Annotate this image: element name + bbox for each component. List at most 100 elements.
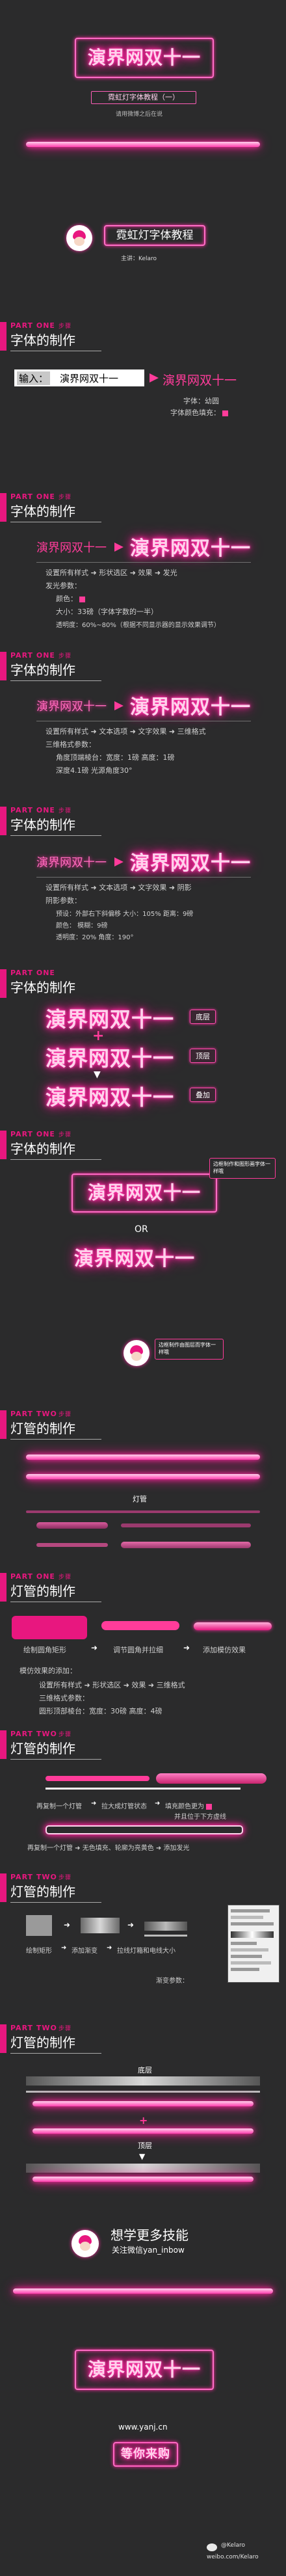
section9-bar	[0, 1730, 6, 1759]
grey-rect	[26, 1915, 52, 1936]
step-label-1: 绘制圆角矩形	[23, 1646, 66, 1654]
arrow-right-icon: ➜	[183, 1643, 190, 1652]
section6-heading: 字体的制作	[10, 1141, 75, 1157]
down-icon: ▼	[94, 1069, 101, 1080]
section2-steps: 设置所有样式 ➜ 形状选区 ➜ 效果 ➜ 发光	[46, 569, 177, 577]
arrow-right-icon: ➜	[155, 1800, 161, 1807]
light-box-wire	[144, 1935, 187, 1937]
plus-icon: +	[139, 2114, 148, 2127]
weibo-icon	[207, 2543, 217, 2551]
section4-part: PART ONE	[10, 806, 55, 814]
section4-p2: 颜色： 模糊：9磅	[56, 922, 108, 930]
bubble-1: 边框制作和图形画字体一样哦	[209, 1158, 276, 1179]
section9-s5: 再复制一个灯管 ➜ 无色填充、轮廓为亮黄色 ➜ 添加发光	[27, 1845, 190, 1852]
arrow-icon	[150, 373, 159, 382]
section4-p1: 预设：外部右下斜偏移 大小：105% 距离：9磅	[56, 911, 194, 918]
top-tube	[32, 2128, 254, 2134]
layer-bottom-text: 演界网双十一	[46, 1007, 175, 1032]
intro-title-box: 霓虹灯字体教程	[104, 225, 205, 246]
footer-tagline: 等你来购	[121, 2447, 170, 2461]
gradient-panel	[228, 1905, 280, 1983]
section8-heading: 灯管的制作	[10, 1583, 75, 1599]
section4-bar	[0, 807, 6, 835]
layer-bottom-caption: 底层	[138, 2066, 152, 2074]
tube-demo-3	[26, 1510, 260, 1513]
section11-bar	[0, 2024, 6, 2053]
section10-divider	[10, 1902, 101, 1903]
arrow-right-icon: ➜	[107, 1944, 112, 1952]
header-subtitle-box: 霓虹灯字体教程（一）	[91, 91, 196, 104]
header-note: 请用微博之后在说	[116, 111, 163, 118]
layer-top-caption: 顶层	[138, 2141, 152, 2150]
section2-heading: 字体的制作	[10, 503, 75, 519]
plain-neon-text: 演界网双十一	[74, 1248, 195, 1270]
section1-part: PART ONE	[10, 321, 55, 330]
input-label: 输入：	[17, 371, 51, 385]
or-label: OR	[135, 1224, 148, 1235]
section11-tag: 步骤	[58, 2026, 72, 2032]
section2-part: PART ONE	[10, 492, 55, 501]
tube-row	[36, 1543, 108, 1547]
arrow-right-icon: ➜	[91, 1643, 98, 1652]
section3-params-title: 三维格式参数：	[46, 740, 96, 749]
section9-divider	[10, 1759, 101, 1760]
layer-merged-text: 演界网双十一	[46, 1085, 175, 1110]
tube-demo-1	[26, 1455, 260, 1460]
section1-heading: 字体的制作	[10, 332, 75, 348]
color-swatch	[222, 410, 228, 416]
section1-bar	[0, 322, 6, 351]
footer-url: www.yanj.cn	[118, 2422, 168, 2432]
section3-divider	[10, 680, 101, 681]
section10-part: PART TWO	[10, 1873, 57, 1881]
plus-icon: +	[92, 1028, 105, 1044]
step-label-2: 调节圆角并拉细	[113, 1646, 163, 1654]
section6-divider	[10, 1159, 101, 1160]
section5-bar	[0, 969, 6, 998]
header-subtitle: 霓虹灯字体教程（一）	[108, 93, 179, 101]
section10-s2: 添加渐变	[72, 1948, 98, 1955]
tube-label: 灯管	[133, 1495, 147, 1503]
avatar	[66, 225, 92, 251]
header-title: 演界网双十一	[87, 47, 201, 68]
tube-demo-2	[26, 1474, 260, 1479]
section9-s2: 拉大成灯管状态	[101, 1803, 147, 1810]
arrow-right-icon: ➜	[127, 1920, 135, 1929]
section5-part: PART ONE	[10, 969, 55, 977]
section7-bar	[0, 1410, 6, 1439]
arrow-right-icon: ➜	[64, 1920, 71, 1929]
section3-p2: 深度4.1磅 光源角度30°	[56, 766, 133, 775]
tube-copy-3	[46, 1788, 240, 1790]
boxed-neon: 演界网双十一	[72, 1174, 217, 1213]
arrow-icon	[114, 701, 124, 710]
section4-to: 演界网双十一	[130, 852, 251, 875]
section4-from: 演界网双十一	[36, 856, 107, 870]
footer-credit2: weibo.com/Kelaro	[207, 2554, 259, 2560]
section2-p3: 透明度：60%~80%（根据不同显示器的显示效果调节）	[56, 622, 220, 629]
input-row: 输入： 演界网双十一	[14, 369, 144, 386]
section9-s1: 再复制一个灯管	[36, 1803, 82, 1810]
footer-tagline-box: 等你来购	[113, 2442, 178, 2467]
boxed-neon-text: 演界网双十一	[87, 1182, 201, 1203]
bubble-1-text: 边框制作和图形画字体一样哦	[213, 1161, 270, 1174]
section3-bar	[0, 652, 6, 680]
section4-steps: 设置所有样式 ➜ 文本选项 ➜ 文字效果 ➜ 阴影	[46, 883, 192, 892]
down-icon: ▼	[139, 2152, 146, 2161]
section2-params-title: 发光参数：	[46, 582, 81, 590]
tube-row	[36, 1522, 108, 1529]
section3-from: 演界网双十一	[36, 700, 107, 714]
section2-from: 演界网双十一	[36, 541, 107, 555]
section10-heading: 灯管的制作	[10, 1884, 75, 1899]
input-value: 演界网双十一	[60, 373, 119, 384]
footer-tube	[13, 2288, 273, 2294]
step-tube-thin	[101, 1621, 179, 1630]
section3-tag: 步骤	[58, 653, 72, 660]
layer-top-text: 演界网双十一	[46, 1046, 175, 1071]
footer-title-box: 演界网双十一	[75, 2350, 214, 2390]
bubble-2: 边框制作由图层而字体一样哦	[155, 1339, 224, 1360]
layer-merged-label: 叠加	[190, 1088, 216, 1102]
section2-rule	[36, 562, 251, 563]
section5-heading: 字体的制作	[10, 980, 75, 995]
tube-row	[121, 1523, 251, 1527]
section3-p1: 角度顶端棱台：宽度：1磅 高度：1磅	[56, 753, 175, 762]
section4-p3: 透明度：20% 角度：190°	[56, 934, 134, 941]
